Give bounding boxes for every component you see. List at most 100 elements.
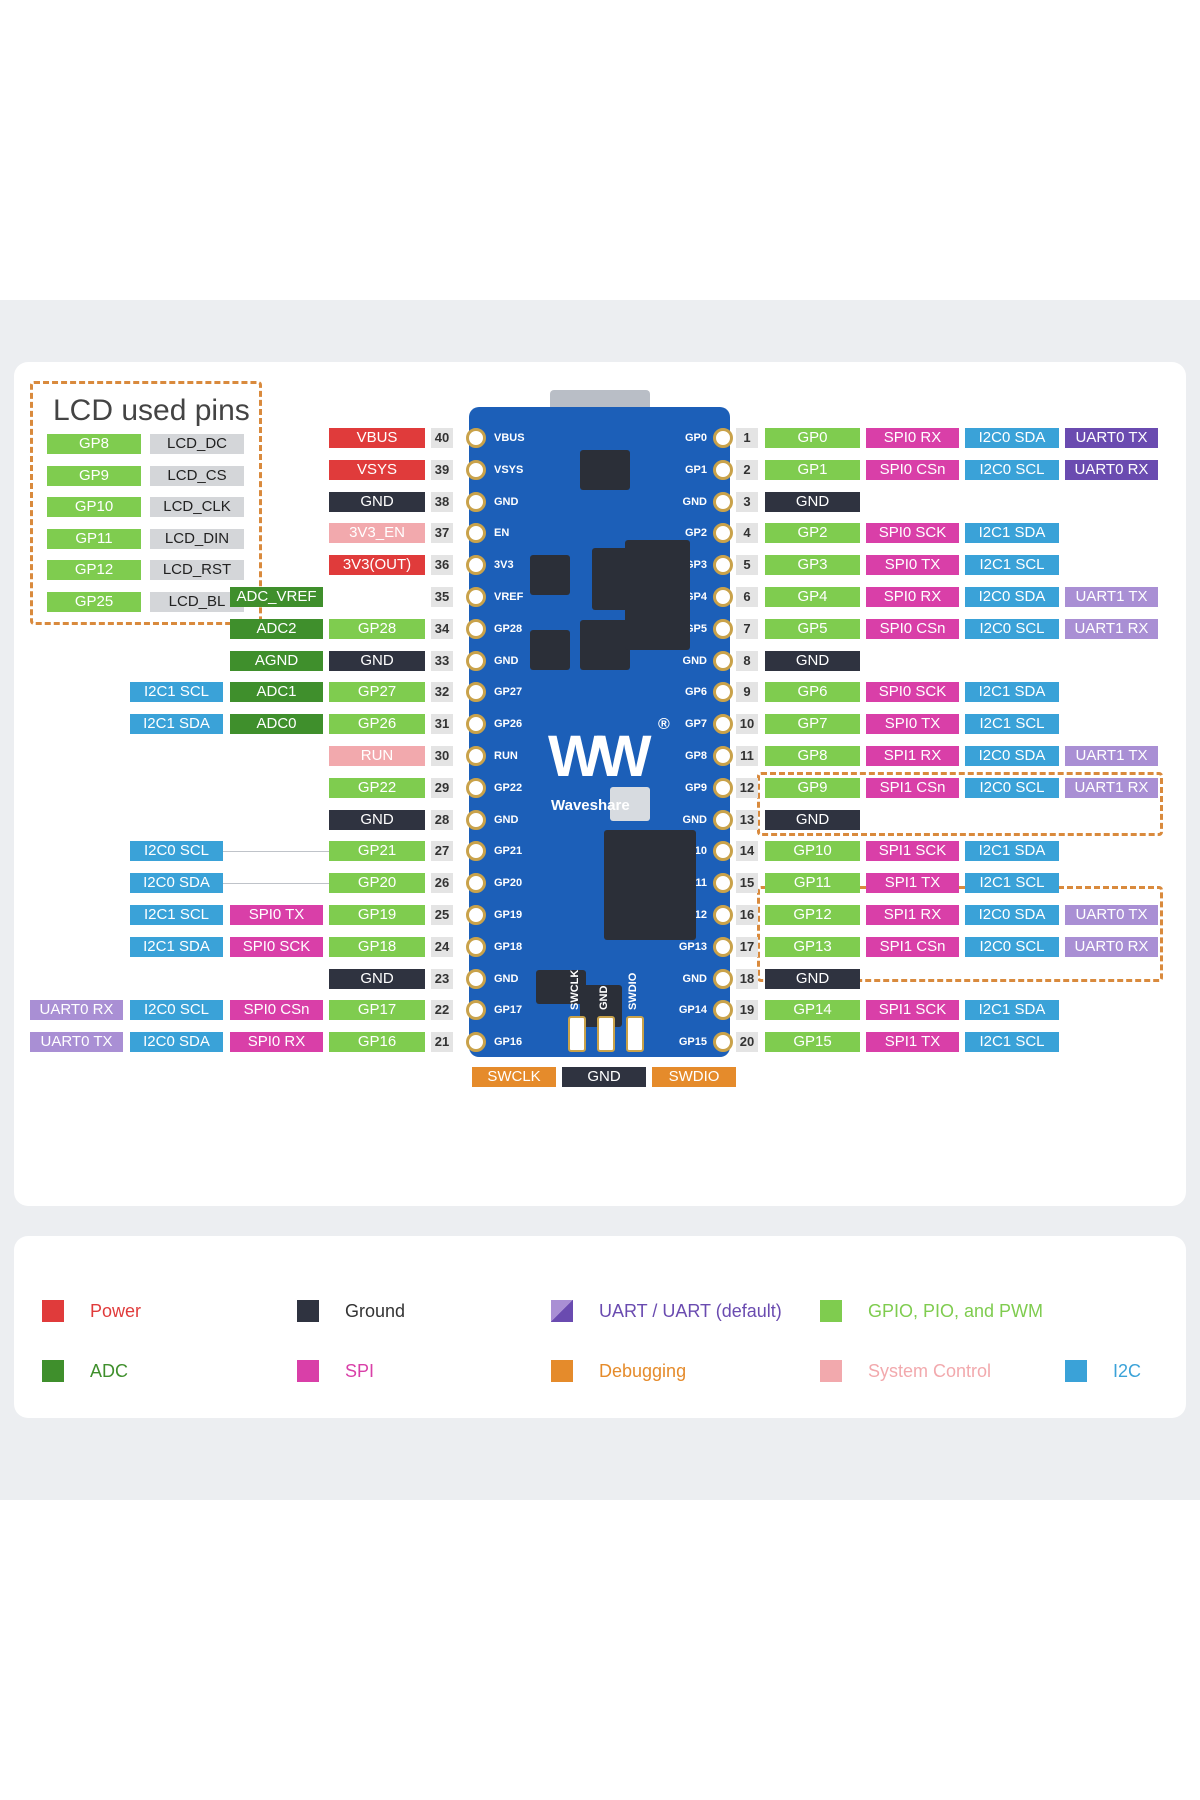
pin-number: 8 <box>736 650 758 671</box>
connector-line <box>223 883 329 885</box>
pin-number: 6 <box>736 587 758 607</box>
board-pad <box>713 1000 733 1021</box>
pin-function-label: I2C0 SCL <box>965 936 1059 957</box>
board-pad <box>713 905 733 925</box>
pin-function-label: GP20 <box>329 873 425 894</box>
legend-card <box>14 1236 1186 1418</box>
board-brand: Waveshare <box>551 797 630 814</box>
pin-function-label: SPI0 SCK <box>230 936 323 957</box>
pin-function-label: VBUS <box>329 428 425 448</box>
board-silk-label: VSYS <box>494 463 524 476</box>
board-silk-label: GP16 <box>494 1036 523 1049</box>
pin-function-label: GP21 <box>329 841 425 862</box>
pin-number: 19 <box>736 1000 758 1021</box>
pin-number: 30 <box>431 746 453 766</box>
pin-function-label: I2C0 SDA <box>130 873 223 894</box>
pin-function-label: UART1 TX <box>1065 746 1158 766</box>
swd-pad <box>568 1016 586 1052</box>
pin-function-label: SPI0 CSn <box>866 459 959 480</box>
pin-number: 13 <box>736 809 758 830</box>
pin-number: 36 <box>431 555 453 576</box>
pin-function-label: I2C0 SCL <box>965 459 1059 480</box>
board-pad <box>713 587 733 607</box>
pin-function-label: UART0 TX <box>1065 905 1158 925</box>
pin-function-label: UART0 TX <box>30 1032 123 1053</box>
pin-function-label: SPI0 CSn <box>866 618 959 639</box>
legend-label: I2C <box>1113 1361 1142 1381</box>
pin-function-label: SPI1 SCK <box>866 841 959 862</box>
pin-function-label: GND <box>765 491 860 512</box>
pin-number: 3 <box>736 491 758 512</box>
legend-label: Debugging <box>599 1361 687 1381</box>
swd-pad <box>626 1016 644 1052</box>
pin-number: 33 <box>431 650 453 671</box>
board-silk-label: VBUS <box>494 432 525 444</box>
pin-function-label: 3V3_EN <box>329 523 425 544</box>
legend-label: Ground <box>345 1301 406 1321</box>
board-silk-label: GP5 <box>684 622 707 635</box>
board-pad <box>713 873 733 894</box>
pin-function-label: SPI0 RX <box>866 587 959 607</box>
legend-swatch <box>1065 1360 1087 1382</box>
lcd-function-label: LCD_CLK <box>150 497 244 517</box>
pin-function-label: GP16 <box>329 1032 425 1053</box>
board-component <box>604 830 696 940</box>
lcd-box-title: LCD used pins <box>53 394 250 427</box>
pin-number: 34 <box>431 618 453 639</box>
board-silk-label: VREF <box>494 591 524 603</box>
pin-number: 26 <box>431 873 453 894</box>
pin-number: 18 <box>736 968 758 989</box>
board-pad <box>713 428 733 448</box>
pin-number: 23 <box>431 968 453 989</box>
pin-function-label: ADC0 <box>230 714 323 735</box>
board-pad <box>466 618 486 639</box>
pin-number: 14 <box>736 841 758 862</box>
pin-function-label: GND <box>765 650 860 671</box>
lcd-gpio-label: GP25 <box>47 591 141 612</box>
pin-function-label: GP4 <box>765 587 860 607</box>
legend-label: UART / UART (default) <box>599 1301 782 1321</box>
legend-label: ADC <box>90 1361 129 1381</box>
pin-number: 5 <box>736 555 758 576</box>
board-component <box>625 540 690 650</box>
pin-number: 17 <box>736 936 758 957</box>
board-silk-label: GND <box>494 813 519 826</box>
pin-function-label: VSYS <box>329 459 425 480</box>
board-pad <box>466 968 486 989</box>
pin-function-label: I2C1 SCL <box>965 873 1059 894</box>
board-silk-label: GP14 <box>678 1004 707 1017</box>
pin-number: 9 <box>736 682 758 703</box>
pin-function-label: I2C1 SDA <box>965 1000 1059 1021</box>
pin-function-label: I2C1 SCL <box>130 682 223 703</box>
board-logo: WW <box>548 724 651 789</box>
board-silk-label: GP2 <box>684 527 707 540</box>
legend-label: SPI <box>345 1361 375 1381</box>
crystal-oscillator <box>610 787 650 821</box>
lcd-gpio-label: GP11 <box>47 528 141 549</box>
board-silk-label: GND <box>682 972 707 985</box>
board-pad <box>466 650 486 671</box>
pin-function-label: GND <box>329 809 425 830</box>
board-silk-label: GND <box>682 654 707 667</box>
pin-function-label: RUN <box>329 746 425 766</box>
lcd-gpio-label: GP9 <box>47 465 141 486</box>
pin-number: 11 <box>736 746 758 766</box>
board-pad <box>466 491 486 512</box>
board-pad <box>713 746 733 766</box>
pin-function-label: ADC1 <box>230 682 323 703</box>
pin-number: 16 <box>736 905 758 925</box>
pin-number: 24 <box>431 936 453 957</box>
board-pad <box>713 936 733 957</box>
pin-function-label: I2C0 SDA <box>965 746 1059 766</box>
pin-number: 21 <box>431 1032 453 1053</box>
board-silk-label: GP8 <box>684 750 707 762</box>
pin-function-label: GP12 <box>765 905 860 925</box>
swd-silk-label: GND <box>598 985 610 1010</box>
pin-function-label: GP6 <box>765 682 860 703</box>
pin-function-label: UART1 RX <box>1065 777 1158 798</box>
board-silk-label: GP6 <box>684 686 707 699</box>
board-pad <box>713 841 733 862</box>
board-silk-label: GP26 <box>494 718 523 731</box>
legend-swatch <box>42 1300 64 1322</box>
